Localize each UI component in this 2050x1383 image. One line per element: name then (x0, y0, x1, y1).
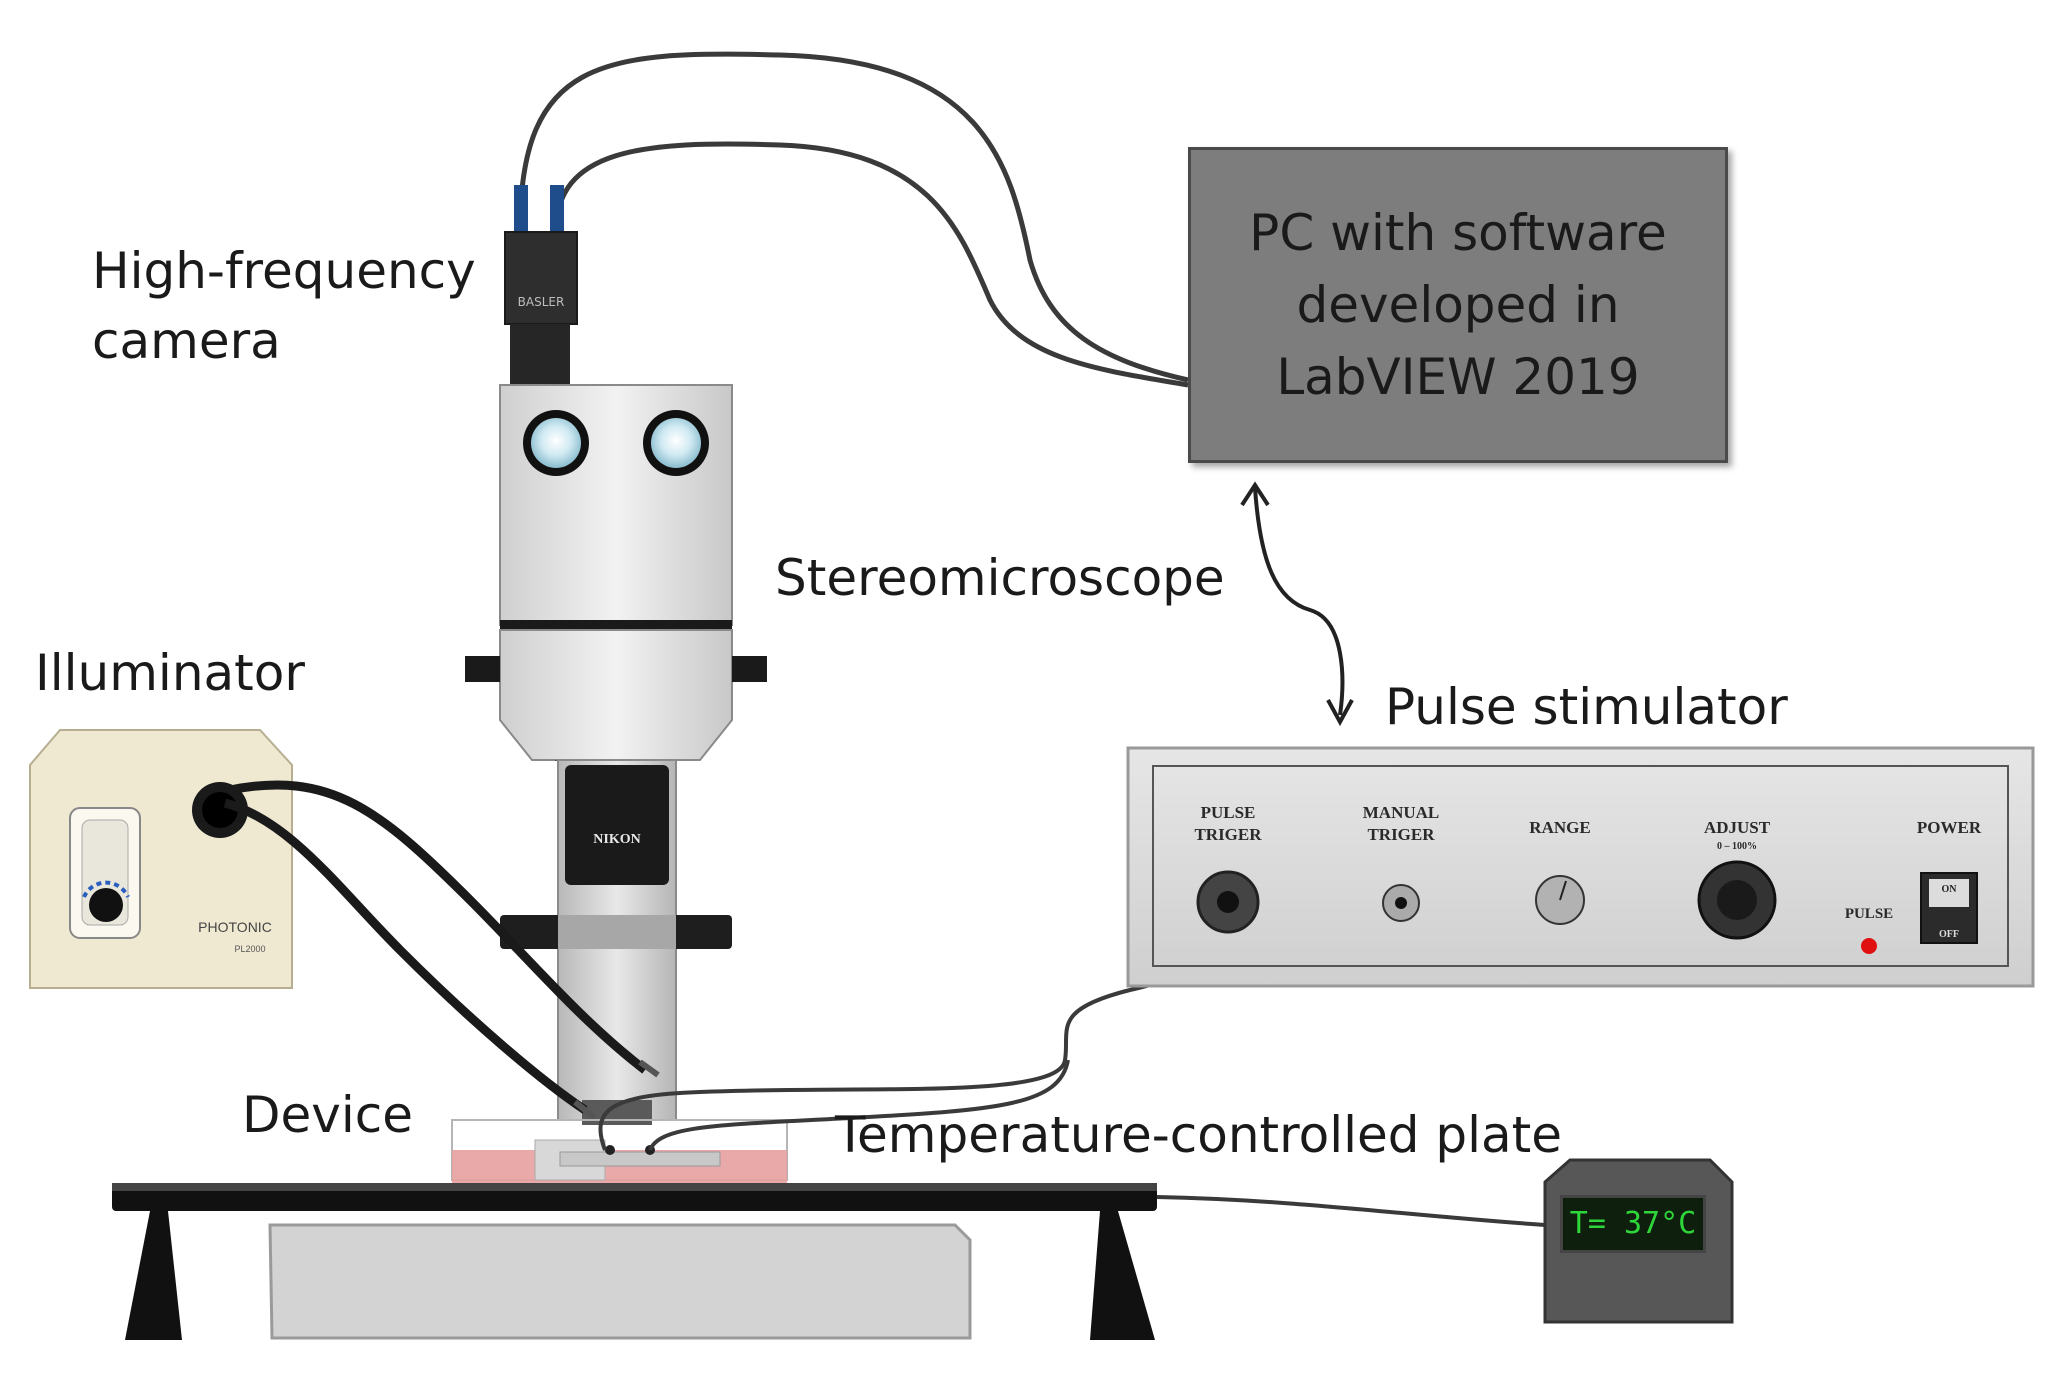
pc-label-line2: developed in (1296, 276, 1620, 334)
device (451, 1119, 788, 1183)
power-label: POWER (1916, 818, 1982, 837)
illuminator-brand: PHOTONIC (198, 919, 272, 935)
stereomicroscope: NIKON (465, 384, 767, 1125)
camera-brand: BASLER (518, 295, 565, 309)
camera-cable-2 (553, 141, 1189, 388)
adjust-label: ADJUST (1703, 818, 1771, 837)
device-label: Device (242, 1086, 413, 1144)
illuminator-label: Illuminator (35, 644, 305, 702)
arrow-head-up (1240, 481, 1270, 507)
camera-cable-1 (517, 51, 1189, 383)
pulse-triger-label: PULSE TRIGER (1194, 803, 1262, 844)
pc-label-line3: LabVIEW 2019 (1276, 348, 1640, 406)
light-guide-1 (229, 780, 648, 1074)
temperature-plate-label: Temperature-controlled plate (835, 1106, 1563, 1164)
temperature-display: T= 37°C (1560, 1195, 1706, 1253)
light-guide-2 (223, 798, 588, 1114)
camera: BASLER (504, 185, 578, 384)
illuminator-knob (89, 888, 123, 922)
temperature-cable (1156, 1195, 1546, 1227)
stimulus-cable-return (648, 1059, 1070, 1151)
illuminator: PHOTONIC PL2000 (29, 729, 293, 989)
camera-label-line1: High-frequency (92, 242, 476, 300)
stage (112, 1183, 1157, 1340)
pc-label-line1: PC with software (1249, 204, 1667, 262)
manual-triger-label: MANUAL TRIGER (1362, 803, 1440, 844)
microscope-brand: NIKON (593, 832, 640, 847)
range-label: RANGE (1529, 818, 1591, 837)
pulse-led (1861, 938, 1877, 954)
pulse-stimulator (1126, 746, 2035, 988)
data-link-arrow (1253, 487, 1345, 716)
adjust-range-label: 0 – 100% (1717, 841, 1757, 852)
illuminator-model: PL2000 (234, 944, 265, 954)
pulse-led-label: PULSE (1844, 906, 1894, 922)
switch-on-label: ON (1941, 884, 1957, 895)
camera-label-line2: camera (92, 312, 281, 370)
pc-box: PC with software developed in LabVIEW 20… (1188, 147, 1728, 463)
stereomicroscope-label: Stereomicroscope (775, 549, 1225, 607)
switch-off-label: OFF (1939, 929, 1959, 940)
pulse-stimulator-label: Pulse stimulator (1385, 678, 1788, 736)
arrow-head-down (1326, 699, 1354, 727)
